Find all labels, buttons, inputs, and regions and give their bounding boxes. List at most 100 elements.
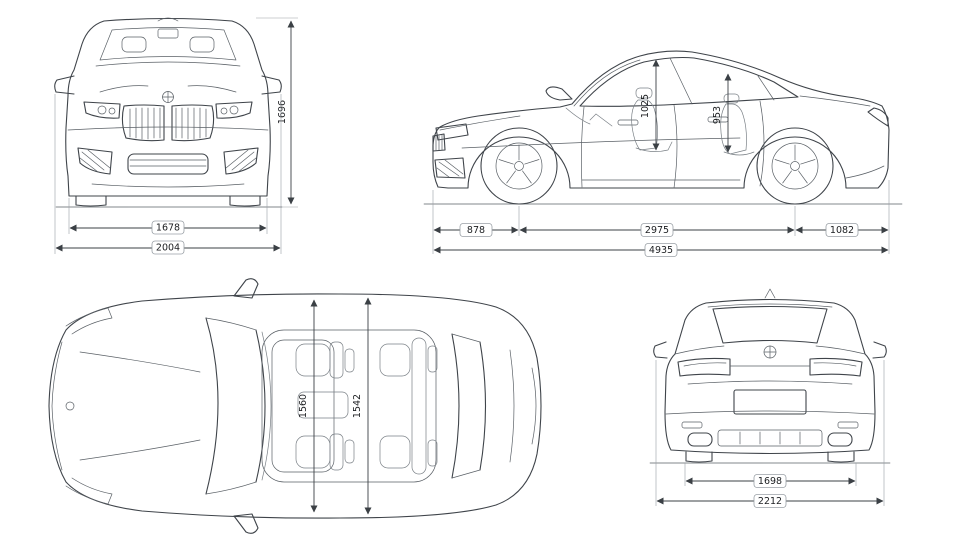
exhaust-right [827, 432, 853, 447]
mirrors-top [233, 278, 259, 534]
sunroof [271, 339, 335, 473]
dim-label-front-headroom: 1025 [640, 94, 651, 118]
dim-label-rear-overall-width: 2212 [758, 496, 782, 507]
dim-row-side: 878 2975 1082 4935 [432, 180, 890, 257]
windshield [99, 27, 237, 61]
tailgate-crease [687, 380, 853, 385]
side-glass [579, 56, 799, 107]
car-side-drawing [423, 50, 903, 205]
license-plate [733, 389, 807, 415]
rear-window-top [451, 333, 487, 479]
bmw-roundel-icon [162, 91, 174, 103]
rear-window [712, 305, 828, 344]
dim-front-interior-width: 1560 [298, 299, 318, 513]
dim-label-front-overhang: 878 [467, 225, 485, 236]
dim-label-overall-length: 4935 [649, 245, 673, 256]
hatch-lines-top [451, 333, 537, 479]
kidney-grille [121, 104, 215, 142]
car-top-drawing [48, 278, 542, 534]
dim-front-headroom: 1025 [640, 59, 660, 151]
front-headrest-right [344, 439, 355, 464]
side-body-outline [432, 50, 890, 189]
bumper-line [665, 410, 875, 415]
intake-mesh [79, 149, 257, 173]
top-view: 1560 1542 [48, 278, 542, 534]
dim-label-wheelbase: 2975 [645, 225, 669, 236]
dim-label-rear-track: 1698 [758, 476, 782, 487]
center-intake-slats [129, 159, 207, 167]
headlights [83, 101, 253, 119]
taillight-side [867, 107, 889, 127]
rear-view: 1698 2212 [649, 288, 891, 508]
door-seams [580, 100, 765, 189]
car-rear-drawing [649, 288, 891, 464]
rear-headrest-left [427, 345, 438, 373]
bmw-roundel-icon [65, 401, 75, 411]
dim-label-front-overall-width: 2004 [156, 243, 180, 254]
character-lines [461, 95, 885, 181]
front-seat-back-right [329, 433, 344, 471]
front-tire [480, 127, 558, 205]
front-view: 1696 1678 2004 [54, 17, 298, 255]
front-seat-cushion-left [295, 343, 331, 377]
front-seat-headrest [635, 87, 653, 99]
front-rim [495, 142, 543, 190]
headrest-left [121, 36, 147, 53]
rear-mirrors [653, 341, 887, 359]
dim-rear-headroom: 953 [712, 73, 732, 153]
windshield-top [205, 317, 266, 495]
bumper-crease [67, 126, 269, 131]
rear-headrest-right [427, 439, 438, 467]
lower-lip [91, 183, 245, 188]
dim-front-track: 1678 [68, 198, 268, 235]
center-intake [127, 153, 209, 175]
reflector-right [837, 421, 859, 429]
headlight-side [435, 123, 469, 141]
reflector-left [681, 421, 703, 429]
rear-cushion-left [379, 343, 411, 377]
dashboard-top [261, 331, 272, 481]
dim-label-rear-headroom: 953 [712, 106, 723, 124]
headrest-right [189, 36, 215, 53]
shoulder-creases [674, 345, 866, 355]
rear-wheel-spokes [774, 144, 816, 184]
door-handle-front [617, 119, 639, 126]
front-wheel-spokes [498, 144, 540, 184]
grille-side [432, 133, 446, 152]
bmw-roundel-icon [763, 345, 777, 359]
dim-overall-height: 1696 [256, 17, 298, 208]
dim-rear-interior-width: 1542 [352, 297, 372, 515]
steering-dash [565, 107, 613, 127]
dim-front-overall-width: 2004 [54, 94, 282, 255]
front-body-outline [65, 17, 271, 197]
dim-label-rear-overhang: 1082 [830, 225, 854, 236]
front-seat-back-left [329, 341, 344, 379]
center-console [297, 391, 349, 419]
car-front-drawing [54, 17, 283, 208]
front-seat-cushion-right [295, 435, 331, 469]
hood-creases-top [79, 351, 201, 461]
grille-slats [129, 107, 207, 140]
antenna-fin [707, 288, 833, 308]
dim-rear-track: 1698 [684, 463, 857, 488]
dim-label-front-interior-width: 1560 [298, 394, 309, 418]
door-mirror [545, 86, 573, 101]
rearview-mirror [157, 28, 179, 39]
front-bumper-inner [51, 341, 63, 471]
taillights [677, 357, 863, 377]
hood-creases [99, 85, 237, 93]
dim-label-overall-height: 1696 [277, 100, 288, 124]
dim-label-rear-interior-width: 1542 [352, 394, 363, 418]
rear-tire [756, 127, 834, 205]
dim-label-front-track: 1678 [156, 223, 180, 234]
front-headrest-left [344, 348, 355, 373]
roof-outline [261, 329, 437, 483]
front-wheels [75, 195, 261, 207]
rear-rim [771, 142, 819, 190]
rear-seat [720, 103, 755, 156]
a-pillars-top [205, 317, 257, 495]
taillight-strip [683, 362, 857, 367]
rear-cushion-right [379, 435, 411, 469]
